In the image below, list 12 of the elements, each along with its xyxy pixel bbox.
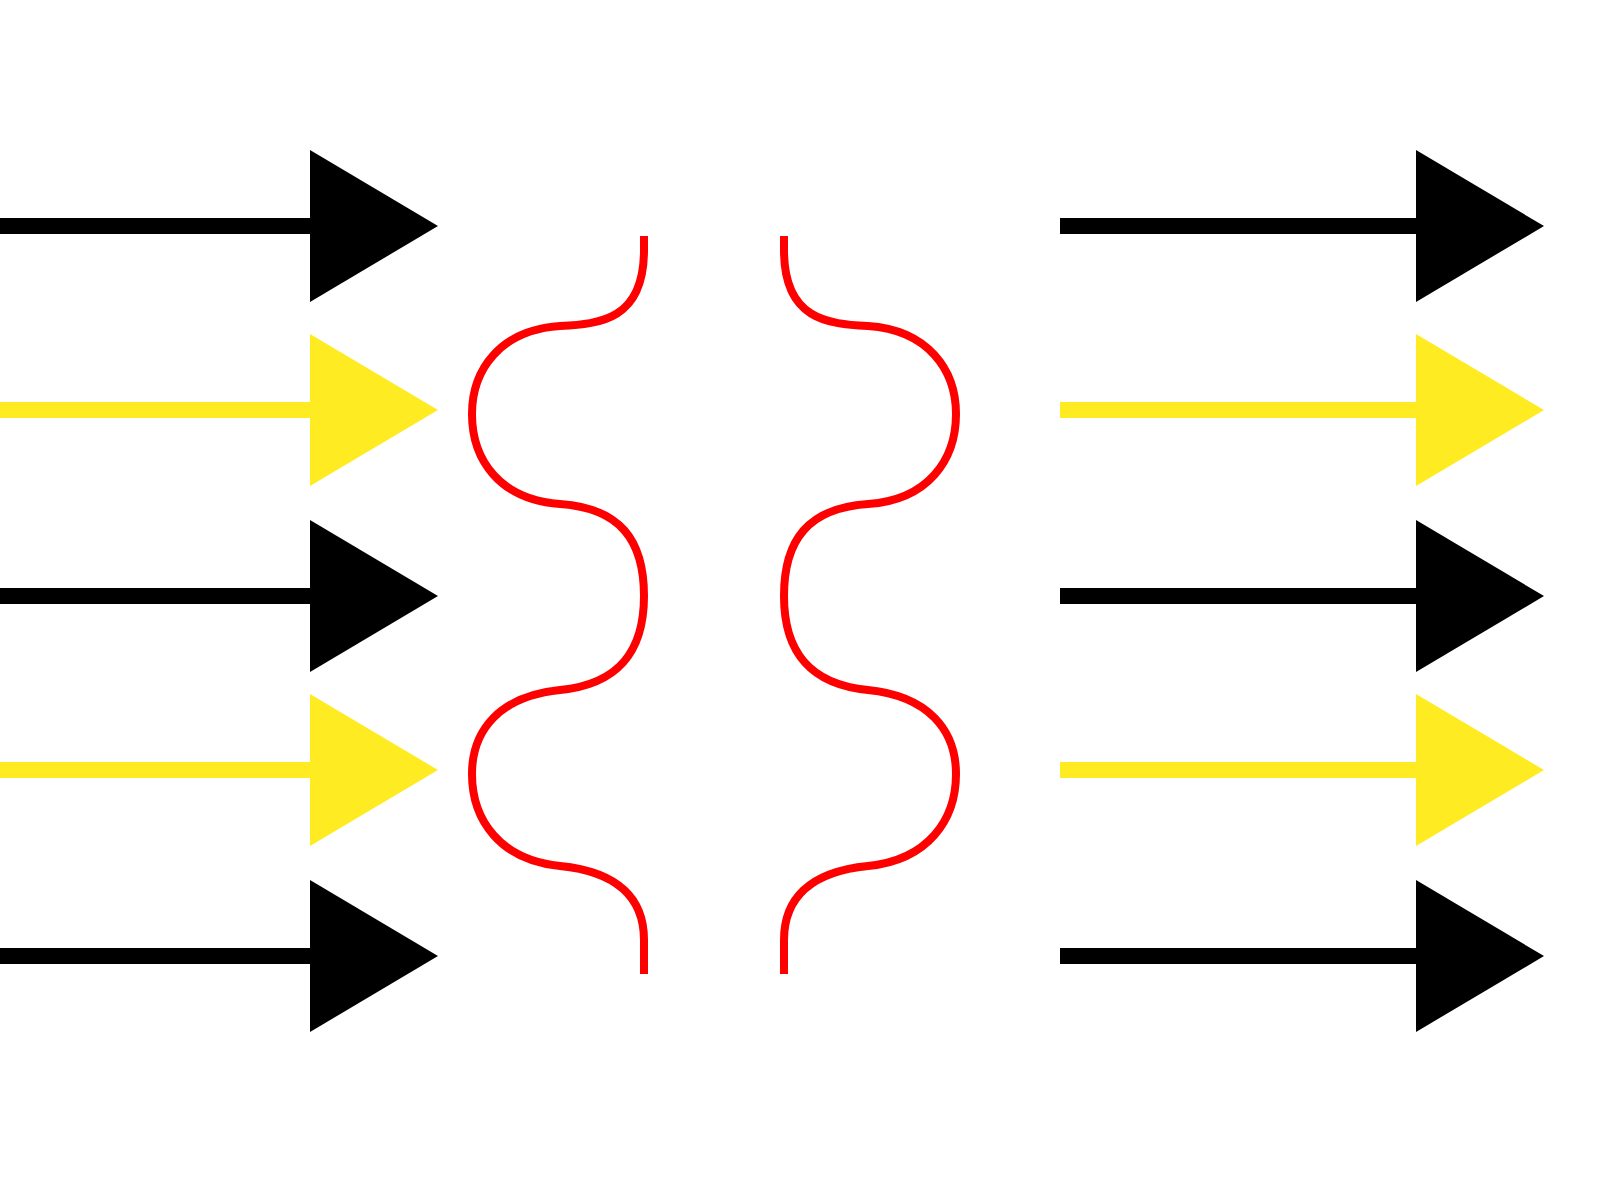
arrow <box>1060 880 1544 1032</box>
arrow <box>0 694 438 846</box>
arrow <box>0 880 438 1032</box>
arrow <box>1060 520 1544 672</box>
wavy-line <box>780 232 960 978</box>
wavy-line <box>468 232 648 978</box>
arrow <box>0 520 438 672</box>
arrow <box>1060 334 1544 486</box>
arrow <box>0 334 438 486</box>
arrow <box>1060 150 1544 302</box>
arrow <box>0 150 438 302</box>
arrow <box>1060 694 1544 846</box>
